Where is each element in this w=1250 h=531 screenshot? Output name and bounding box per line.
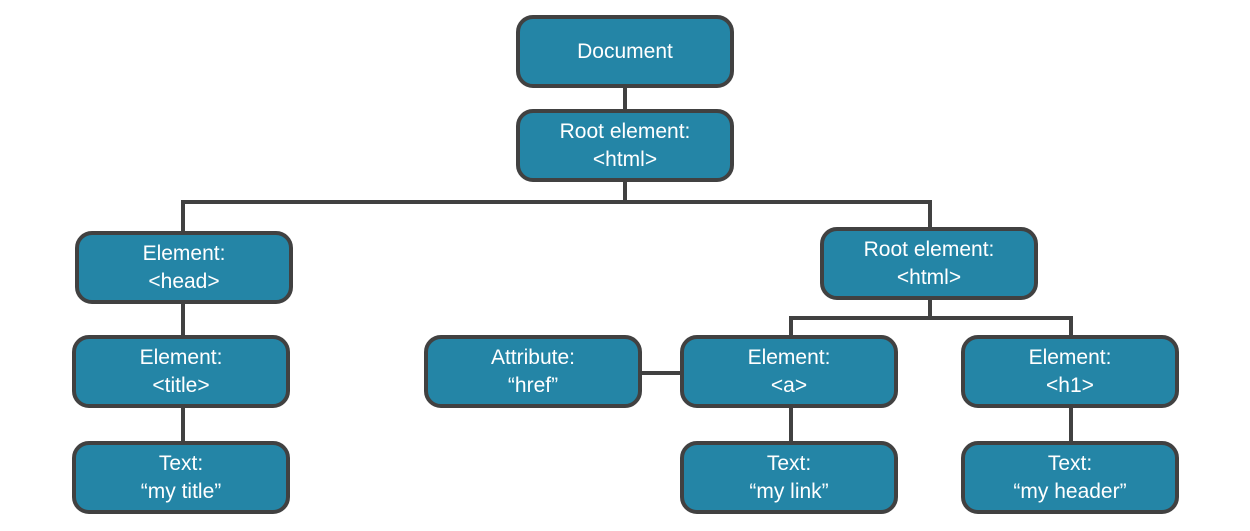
- node-attribute-href-label: Attribute:: [490, 345, 576, 369]
- node-element-a-label: Element:: [747, 345, 831, 369]
- node-element-head-tag: <head>: [148, 269, 220, 293]
- node-root-element-2: Root element: <html>: [820, 227, 1038, 300]
- node-element-title: Element: <title>: [72, 335, 290, 408]
- node-text-my-link-label: Text:: [766, 451, 812, 475]
- node-text-my-title: Text: “my title”: [72, 441, 290, 514]
- node-element-a-tag: <a>: [770, 373, 808, 397]
- node-element-title-tag: <title>: [152, 373, 210, 397]
- node-text-my-title-value: “my title”: [140, 479, 222, 503]
- node-element-title-label: Element:: [139, 345, 223, 369]
- node-element-a: Element: <a>: [680, 335, 898, 408]
- node-text-my-title-label: Text:: [158, 451, 204, 475]
- node-element-head: Element: <head>: [75, 231, 293, 304]
- node-text-my-header-label: Text:: [1047, 451, 1093, 475]
- node-root-element: Root element: <html>: [516, 109, 734, 182]
- node-attribute-href-value: “href”: [507, 373, 559, 397]
- node-text-my-header: Text: “my header”: [961, 441, 1179, 514]
- node-element-h1-tag: <h1>: [1046, 373, 1094, 397]
- node-element-head-label: Element:: [142, 241, 226, 265]
- node-root-element-label: Root element:: [559, 119, 691, 143]
- node-text-my-header-value: “my header”: [1013, 479, 1127, 503]
- node-root-element-tag: <html>: [592, 147, 658, 171]
- node-text-my-link-value: “my link”: [749, 479, 829, 503]
- node-document-label: Document: [577, 39, 673, 63]
- node-root-element-2-label: Root element:: [863, 237, 995, 261]
- node-element-h1-label: Element:: [1028, 345, 1112, 369]
- node-root-element-2-tag: <html>: [896, 265, 962, 289]
- node-document: Document: [516, 15, 734, 88]
- node-text-my-link: Text: “my link”: [680, 441, 898, 514]
- node-element-h1: Element: <h1>: [961, 335, 1179, 408]
- node-attribute-href: Attribute: “href”: [424, 335, 642, 408]
